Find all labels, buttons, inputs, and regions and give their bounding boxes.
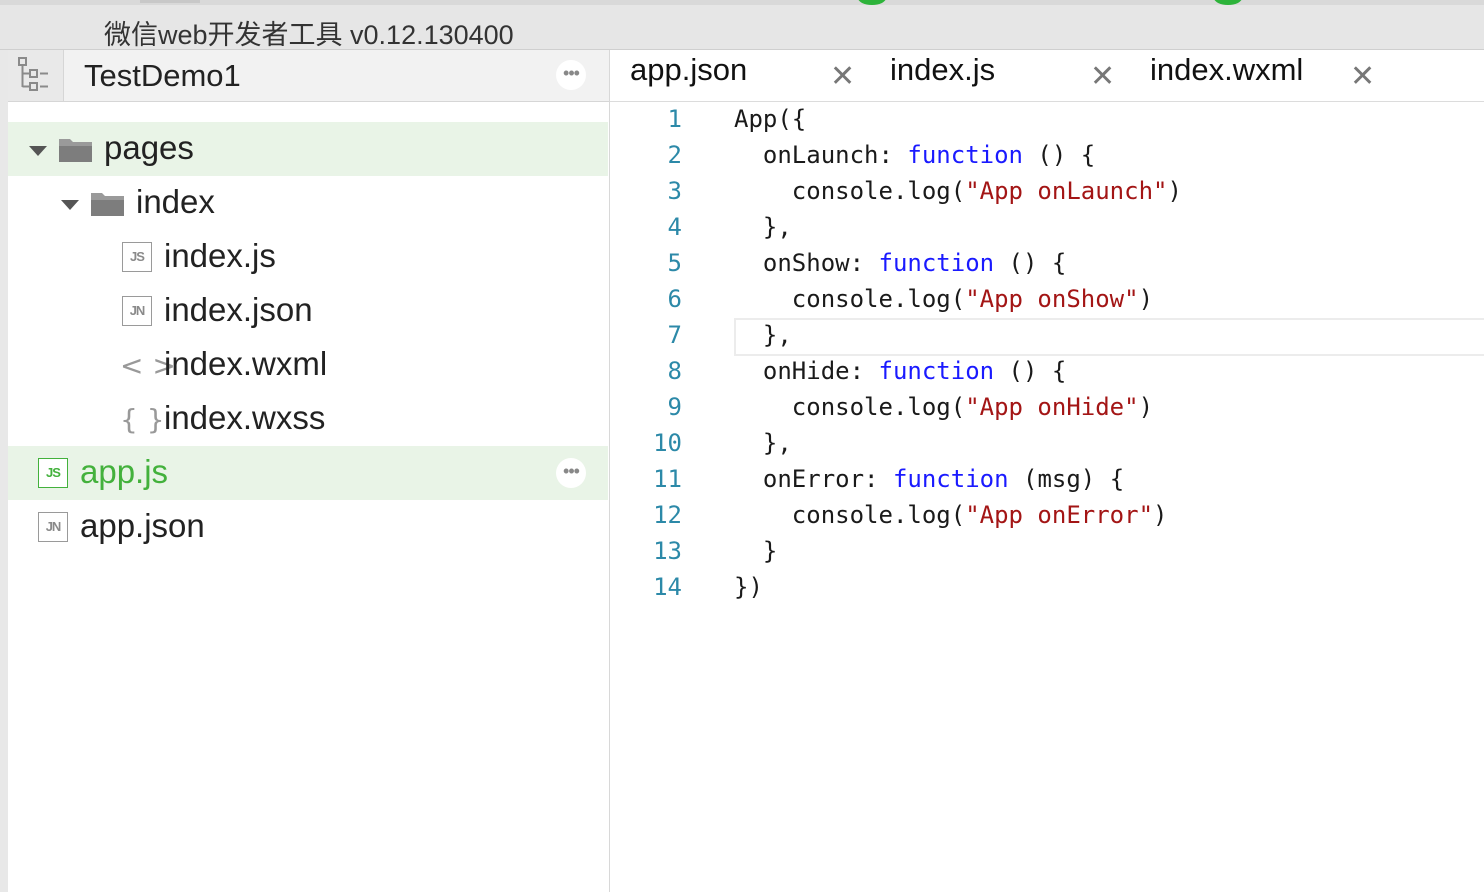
tree-item-label: index.wxss [164,399,326,436]
code-text: }, [734,213,792,241]
line-number: 8 [667,357,682,385]
code-line[interactable]: 6 console.log("App onShow") [610,282,1484,318]
tab-label: index.wxml [1150,52,1304,87]
line-number: 7 [667,321,682,349]
status-dot-icon [1214,0,1242,5]
code-line[interactable]: 1 App({ [610,102,1484,138]
tree-item-label: app.json [80,507,205,544]
code-text: App({ [734,105,807,133]
line-number: 10 [653,429,682,457]
tab-index-js[interactable]: index.js ✕ [870,50,1130,101]
tree-item-label: pages [104,129,194,166]
code-text: onShow: function () { [734,249,1067,277]
sidebar-edge [0,50,8,892]
code-text: console.log("App onShow") [734,285,1154,313]
file-more-ellipsis-icon[interactable]: ••• [556,458,586,488]
code-line[interactable]: 8 onHide: function () { [610,354,1484,390]
tree-file-app-json[interactable]: JN app.json [8,500,608,554]
folder-open-icon [91,193,124,216]
code-text: } [734,537,778,565]
code-line[interactable]: 13 } [610,534,1484,570]
close-icon[interactable]: ✕ [1090,59,1116,94]
wxml-file-icon: < > [120,349,176,382]
line-number: 3 [667,177,682,205]
code-line[interactable]: 14}) [610,570,1484,606]
code-text: onLaunch: function () { [734,141,1096,169]
code-line[interactable]: 11 onError: function (msg) { [610,462,1484,498]
code-text: }) [734,573,763,601]
editor-tab-bar: app.json ✕ index.js ✕ index.wxml ✕ [610,50,1484,102]
code-text: onError: function (msg) { [734,465,1125,493]
line-number: 5 [667,249,682,277]
line-number: 9 [667,393,682,421]
tree-item-label: app.js [80,453,169,490]
line-number: 11 [653,465,682,493]
tab-index-wxml[interactable]: index.wxml ✕ [1130,50,1390,101]
tree-item-label: index.js [164,237,276,274]
tree-view-toggle-button[interactable] [8,50,64,101]
window-tabs-strip [0,0,1484,5]
tree-item-label: index.json [164,291,313,328]
code-text: console.log("App onHide") [734,393,1154,421]
js-file-icon: JS [122,242,152,272]
wxss-file-icon: { } [120,403,165,436]
code-text: }, [734,429,792,457]
code-line[interactable]: 4 }, [610,210,1484,246]
tab-label: index.js [890,52,996,87]
line-number: 6 [667,285,682,313]
project-more-ellipsis-icon[interactable]: ••• [556,60,586,90]
tree-file-index-wxss[interactable]: { } index.wxss [8,392,608,446]
chevron-down-icon[interactable] [29,146,47,156]
close-icon[interactable]: ✕ [1350,59,1376,94]
line-number: 2 [667,141,682,169]
tab-app-json[interactable]: app.json ✕ [610,50,870,101]
project-name: TestDemo1 [84,58,241,93]
tree-file-index-wxml[interactable]: < > index.wxml [8,338,608,392]
code-text: console.log("App onLaunch") [734,177,1182,205]
code-line[interactable]: 5 onShow: function () { [610,246,1484,282]
tree-structure-icon [18,57,48,91]
tree-folder-index[interactable]: index [8,176,608,230]
code-line[interactable]: 2 onLaunch: function () { [610,138,1484,174]
tab-label: app.json [630,52,748,87]
chevron-down-icon[interactable] [61,200,79,210]
tree-folder-pages[interactable]: pages [8,122,608,176]
tree-file-app-js[interactable]: JS app.js ••• [8,446,608,500]
line-number: 4 [667,213,682,241]
code-line[interactable]: 7 }, [610,318,1484,356]
code-line[interactable]: 10 }, [610,426,1484,462]
status-dot-icon [858,0,886,5]
window-title: 微信web开发者工具 v0.12.130400 [104,20,514,50]
json-file-icon: JN [122,296,152,326]
folder-open-icon [59,139,92,162]
tree-file-index-js[interactable]: JS index.js [8,230,608,284]
line-number: 14 [653,573,682,601]
code-line[interactable]: 12 console.log("App onError") [610,498,1484,534]
js-file-icon: JS [38,458,68,488]
line-number: 1 [667,105,682,133]
json-file-icon: JN [38,512,68,542]
code-line[interactable]: 3 console.log("App onLaunch") [610,174,1484,210]
project-header: TestDemo1 ••• [8,50,609,102]
tree-item-label: index [136,183,215,220]
project-sidebar: TestDemo1 ••• pages index JS index.js JN… [0,50,610,892]
code-text: }, [734,321,792,349]
code-text: onHide: function () { [734,357,1067,385]
code-line[interactable]: 9 console.log("App onHide") [610,390,1484,426]
line-number: 12 [653,501,682,529]
code-text: console.log("App onError") [734,501,1168,529]
line-number: 13 [653,537,682,565]
close-icon[interactable]: ✕ [830,59,856,94]
tree-file-index-json[interactable]: JN index.json [8,284,608,338]
tree-item-label: index.wxml [164,345,328,382]
title-bar: 微信web开发者工具 v0.12.130400 [0,0,1484,50]
